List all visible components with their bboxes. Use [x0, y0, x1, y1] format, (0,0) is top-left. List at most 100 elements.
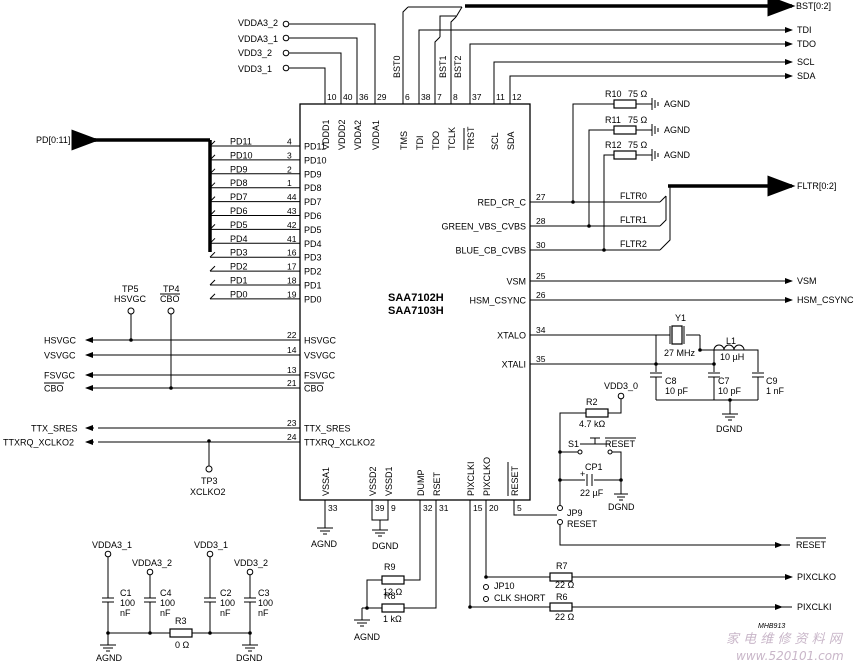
pin-number: 35	[536, 354, 546, 364]
svg-text:0 Ω: 0 Ω	[175, 640, 190, 650]
pin-number: 5	[517, 503, 522, 513]
pin-name: XTALI	[502, 360, 526, 370]
pin-name: RED_CR_C	[477, 198, 526, 208]
pin-name: PD3	[304, 253, 322, 263]
svg-text:10 pF: 10 pF	[665, 386, 689, 396]
pin-name: PD7	[304, 197, 322, 207]
svg-text:VDDA3_1: VDDA3_1	[238, 34, 278, 44]
pin-number: 2	[287, 164, 292, 174]
pin-name: PD1	[304, 281, 322, 291]
tdi-label: TDI	[797, 25, 812, 35]
pin-number: 12	[512, 92, 522, 102]
tp5-label: TP5	[122, 284, 139, 294]
pd-net-label: PD5	[230, 220, 248, 230]
pin-name: PD9	[304, 169, 322, 179]
pin-number: 37	[472, 92, 482, 102]
pin-name: HSVGC	[304, 336, 337, 346]
pin-number: 28	[536, 216, 546, 226]
pin-number: 38	[421, 92, 431, 102]
svg-text:12 Ω: 12 Ω	[383, 587, 403, 597]
pin-name: TTXRQ_XCLKO2	[304, 438, 375, 448]
svg-text:HSM_CSYNC: HSM_CSYNC	[797, 295, 854, 305]
svg-text:JP9: JP9	[567, 508, 583, 518]
pin-number: 3	[287, 150, 292, 160]
svg-text:FLTR1: FLTR1	[620, 215, 647, 225]
pin-name: TCLK	[447, 127, 457, 150]
pin-number: 7	[437, 92, 442, 102]
pd-net-label: PD9	[230, 164, 248, 174]
svg-text:R9: R9	[384, 562, 396, 572]
pin-number: 29	[377, 92, 387, 102]
svg-text:AGND: AGND	[664, 99, 691, 109]
pin-name: FSVGC	[304, 371, 336, 381]
svg-text:VDD3_1: VDD3_1	[194, 540, 228, 550]
svg-text:AGND: AGND	[311, 539, 338, 549]
crystal-network	[650, 325, 764, 421]
pd-net-label: PD8	[230, 178, 248, 188]
pin-number: 17	[287, 262, 297, 272]
pin-name: PD0	[304, 294, 322, 304]
svg-text:VDD3_0: VDD3_0	[604, 381, 638, 391]
pin-number: 31	[439, 503, 449, 513]
svg-text:75 Ω: 75 Ω	[628, 89, 648, 99]
tp4-net: CBO	[160, 294, 180, 304]
svg-text:VDD3_2: VDD3_2	[234, 558, 268, 568]
pixclk-network	[468, 512, 793, 612]
pin-name: VSM	[506, 277, 526, 287]
left-ctrl-pin-group: 22HSVGCHSVGC14VSVGCVSVGC13FSVGCFSVGC21CB…	[3, 330, 375, 448]
pd-net-label: PD0	[230, 289, 248, 299]
svg-text:C3: C3	[258, 588, 270, 598]
pin-name: SDA	[506, 131, 516, 150]
pin-number: 16	[287, 248, 297, 258]
pin-number: 24	[287, 432, 297, 442]
pin-name: VSVGC	[304, 351, 336, 361]
svg-text:AGND: AGND	[664, 125, 691, 135]
pin-number: 32	[423, 503, 433, 513]
pin-name: VSSA1	[321, 467, 331, 496]
svg-text:FLTR2: FLTR2	[620, 239, 647, 249]
pin-name: PIXCLKO	[482, 457, 492, 496]
pin-name: GREEN_VBS_CVBS	[441, 222, 526, 232]
tp3-net: XCLKO2	[190, 487, 226, 497]
svg-text:C8: C8	[665, 376, 677, 386]
tp3-label: TP3	[201, 476, 218, 486]
net-label: HSVGC	[44, 336, 77, 346]
bst1-label: BST1	[438, 55, 448, 78]
pin-number: 22	[287, 330, 297, 340]
pin-name: PIXCLKI	[466, 461, 476, 496]
scl-label: SCL	[797, 57, 815, 67]
pin-number: 23	[287, 418, 297, 428]
svg-text:CLK SHORT: CLK SHORT	[494, 593, 546, 603]
pin-number: 25	[536, 271, 546, 281]
filter-resistors	[571, 99, 652, 252]
svg-text:R7: R7	[556, 561, 568, 571]
pin-name: PD5	[304, 225, 322, 235]
svg-text:PIXCLKO: PIXCLKO	[797, 572, 836, 582]
svg-text:VDDA3_2: VDDA3_2	[238, 18, 278, 28]
svg-text:10 µH: 10 µH	[720, 352, 744, 362]
pin-name: PD11	[304, 142, 326, 152]
svg-text:22 Ω: 22 Ω	[555, 612, 575, 622]
pin-number: 20	[489, 503, 499, 513]
svg-text:75 Ω: 75 Ω	[628, 115, 648, 125]
pin-name: PD10	[304, 155, 327, 165]
svg-text:AGND: AGND	[664, 150, 691, 160]
svg-text:1 kΩ: 1 kΩ	[383, 614, 402, 624]
pin-number: 39	[375, 503, 385, 513]
svg-text:L1: L1	[726, 336, 736, 346]
tp4-dot	[167, 307, 175, 315]
dump-rset-network	[354, 512, 437, 627]
svg-text:VSM: VSM	[797, 276, 817, 286]
bottom-pin-group: 33VSSA139VSSD29VSSD132DUMP31RSET15PIXCLK…	[321, 457, 522, 513]
pin-name: PD8	[304, 183, 322, 193]
pin-number: 34	[536, 325, 546, 335]
pin-name: PD4	[304, 239, 322, 249]
svg-text:nF: nF	[220, 608, 231, 618]
svg-text:R3: R3	[175, 616, 187, 626]
resistor-agnd-symbols	[651, 98, 659, 161]
pd-net-label: PD11	[230, 137, 252, 147]
pd-net-label: PD1	[230, 276, 248, 286]
pin-number: 18	[287, 276, 297, 286]
svg-text:S1: S1	[568, 439, 579, 449]
